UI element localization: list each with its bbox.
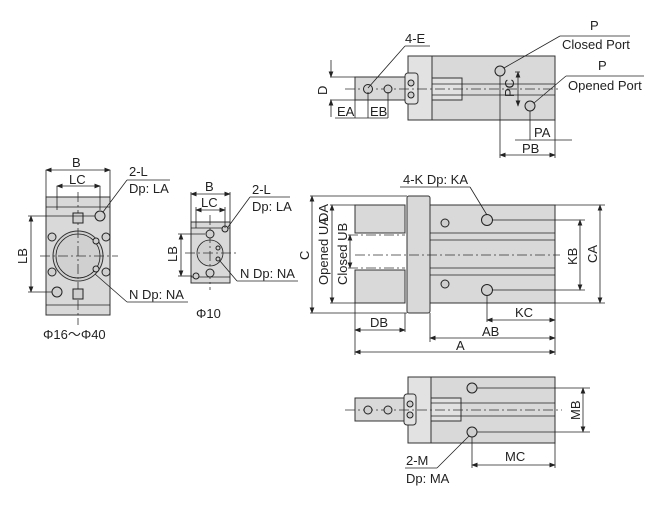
dim-mb: MB (568, 401, 583, 421)
dim-a: A (456, 338, 465, 353)
front-flange (406, 195, 431, 314)
dim-da: DA (316, 204, 331, 222)
dim-ea: EA (337, 104, 355, 119)
closed-port-label: Closed Port (562, 37, 630, 52)
n-hole-icon (215, 245, 221, 251)
end-view-large: B LC LB 2-L Dp: LA N Dp: NA Φ16～Φ40 (15, 155, 188, 342)
l-label-large: 2-L (129, 164, 148, 179)
dim-lc-large: LC (69, 172, 86, 187)
n-hole-icon (92, 265, 100, 273)
m-label: 2-M (406, 453, 428, 468)
mount-hole-icon (383, 405, 393, 415)
l-label-small: 2-L (252, 182, 271, 197)
bottom-jaw (354, 397, 409, 422)
dim-c: C (297, 251, 312, 260)
screw-icon (407, 91, 415, 99)
dim-opened-ua: Opened UA (316, 217, 331, 285)
dim-lb-large: LB (15, 248, 30, 264)
slot-icon (72, 212, 84, 224)
top-view: 4-E P Closed Port P Opened Port D EA EB … (315, 18, 644, 158)
m-hole-icon (466, 382, 478, 394)
opened-port-icon (524, 100, 536, 112)
bottom-piston (430, 397, 462, 422)
slot-icon (205, 268, 215, 278)
front-view: 4-K Dp: KA C Opened UA DA Closed UB KB C… (297, 172, 605, 355)
n-label-large: N Dp: NA (129, 287, 184, 302)
m-depth: Dp: MA (406, 471, 450, 486)
dim-lb-small: LB (165, 246, 180, 262)
bottom-jaw-clamp (403, 393, 417, 426)
screw-icon (406, 400, 414, 408)
mount-hole-icon (481, 284, 493, 296)
l-depth-small: Dp: LA (252, 199, 292, 214)
dim-b-small: B (205, 179, 214, 194)
screw-icon (406, 411, 414, 419)
screw-icon (440, 279, 450, 289)
n-hole-icon (215, 256, 221, 262)
dim-lc-small: LC (201, 195, 218, 210)
screw-icon (47, 267, 57, 277)
screw-icon (440, 218, 450, 228)
opened-port-label: Opened Port (568, 78, 642, 93)
dim-pa: PA (534, 125, 551, 140)
l-hole-icon (51, 286, 63, 298)
screw-icon (407, 79, 415, 87)
dim-kb: KB (565, 248, 580, 265)
l-hole-icon (192, 272, 200, 280)
screw-icon (101, 232, 111, 242)
closed-port-p: P (590, 18, 599, 33)
holes-label-4e: 4-E (405, 31, 426, 46)
dim-ca: CA (585, 245, 600, 263)
slot-icon (72, 288, 84, 300)
l-depth-large: Dp: LA (129, 181, 169, 196)
dim-ab: AB (482, 324, 499, 339)
holes-label-4k: 4-K Dp: KA (403, 172, 468, 187)
n-label-small: N Dp: NA (240, 266, 295, 281)
end-view-small: B LC LB 2-L Dp: LA N Dp: NA Φ10 (165, 179, 298, 321)
closed-port-icon (494, 65, 506, 77)
mount-hole-icon (363, 405, 373, 415)
dim-kc: KC (515, 305, 533, 320)
screw-icon (47, 232, 57, 242)
front-upper-jaw (354, 204, 406, 234)
dim-b-large: B (72, 155, 81, 170)
screw-icon (101, 267, 111, 277)
dim-eb: EB (370, 104, 387, 119)
dim-pc: PC (502, 79, 517, 97)
mount-hole-icon (383, 84, 393, 94)
l-hole-icon (94, 210, 106, 222)
n-hole-icon (92, 237, 100, 245)
dim-closed-ub: Closed UB (335, 223, 350, 285)
caption-large: Φ16～Φ40 (43, 327, 106, 342)
m-hole-icon (466, 426, 478, 438)
caption-small: Φ10 (196, 306, 221, 321)
bottom-view: MB MC 2-M Dp: MA (345, 376, 590, 486)
top-jaw-clamp (404, 72, 419, 105)
dim-mc: MC (505, 449, 525, 464)
opened-port-p: P (598, 58, 607, 73)
dim-d: D (315, 86, 330, 95)
mount-hole-icon (481, 214, 493, 226)
front-lower-jaw (354, 269, 406, 304)
dim-db: DB (370, 315, 388, 330)
slot-icon (205, 229, 215, 239)
dim-pb: PB (522, 141, 539, 156)
